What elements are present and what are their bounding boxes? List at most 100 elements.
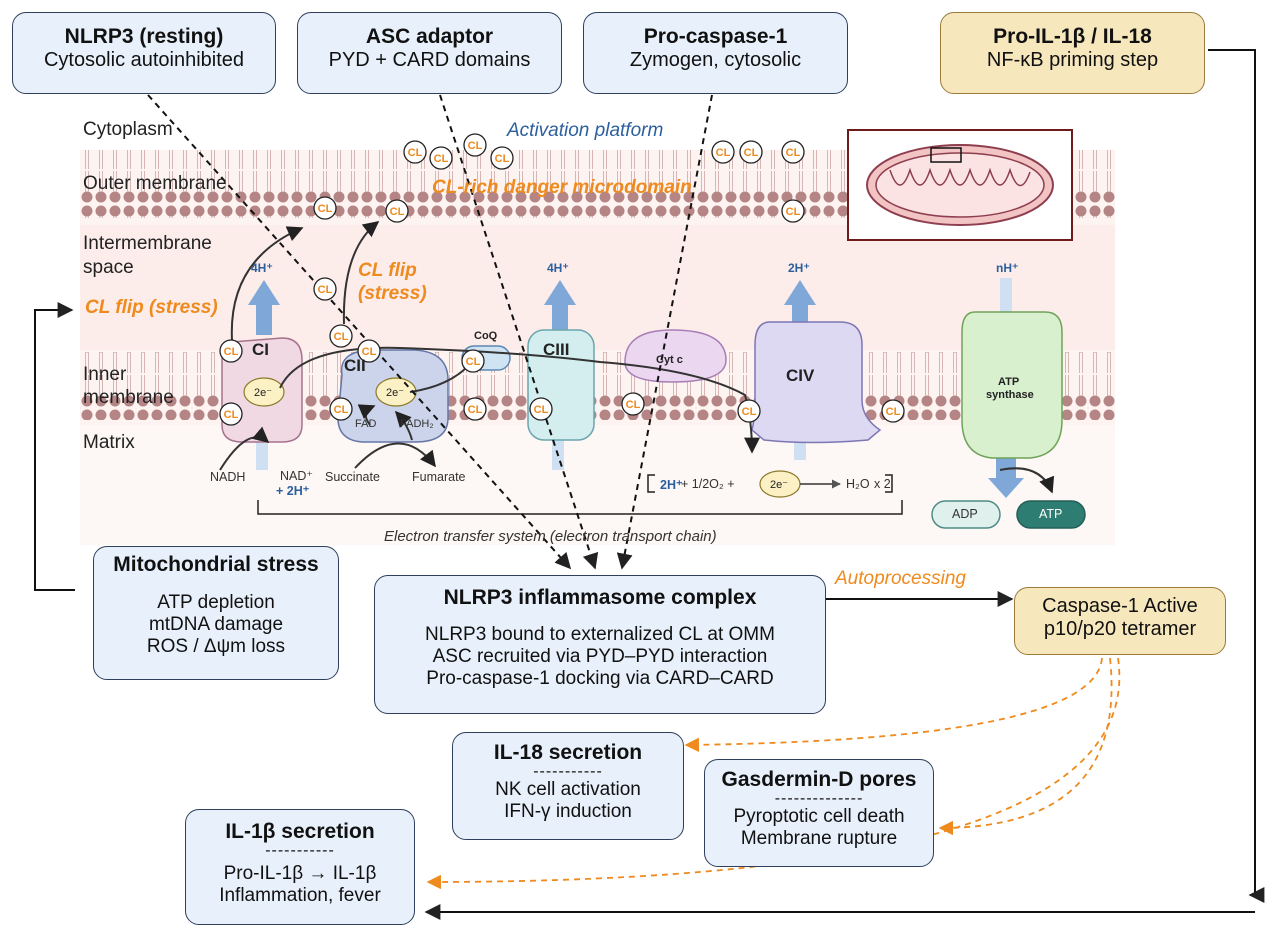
nadh-label: NADH [210,470,246,484]
region-inner-line1: Inner [83,364,127,385]
complex-iii-label: CIII [543,340,570,359]
electron-reaction-label: 2e⁻ [770,479,789,491]
cl-badge: CL [461,349,485,373]
proton-ci: 4H⁺ [251,261,273,275]
cl-badge: CL [463,397,487,421]
recruitment-lines [147,94,713,570]
cl-badge: CL [219,339,243,363]
electron-flow [219,221,1055,494]
cl-badge: CL [313,196,337,220]
ets-caption: Electron transfer system (electron trans… [384,528,717,545]
asc-sub: PYD + CARD domains [328,49,531,71]
complex-title: NLRP3 inflammasome complex [443,586,757,609]
region-cytoplasm: Cytoplasm [83,119,173,140]
caspase-active-line1: Caspase-1 Active [1042,595,1198,617]
proton-atp: nH⁺ [996,261,1019,275]
cl-badge: CL [403,140,427,164]
adp-label: ADP [952,507,978,521]
cl-domain-label: CL-rich danger microdomain [432,177,692,198]
cl-badge: CL [621,392,645,416]
svg-text:CL: CL [742,406,757,418]
cl-badge: CL [313,277,337,301]
cl-flip-label-line2: (stress) [358,283,427,304]
stress-line-2: mtDNA damage [148,614,284,635]
autoprocessing-label: Autoprocessing [835,568,966,589]
svg-text:CL: CL [786,147,801,159]
il1b-secretion-box: IL-1β secretion ----------- Pro-IL-1β → … [185,809,415,925]
complex-iv-label: CIV [786,366,815,385]
region-outer-membrane: Outer membrane [83,173,227,194]
reaction-oxygen: + 1/2O₂ + [681,477,735,491]
svg-text:CL: CL [434,153,449,165]
il1b-separator: ----------- [265,842,335,859]
cl-badge: CL [529,397,553,421]
svg-text:CL: CL [468,140,483,152]
il1b-title: IL-1β secretion [225,820,375,843]
cl-flip-stress-label: CL flip (stress) [85,297,218,318]
atp-synthase-label-line2: synthase [986,389,1034,401]
atp-label: ATP [1039,507,1063,521]
region-inner-line2: membrane [83,387,174,408]
stress-line-3: ROS / Δψm loss [146,636,286,657]
adp-pill [931,500,1001,529]
nlrp3-resting-title: NLRP3 (resting) [64,25,224,48]
procaspase-box: Pro-caspase-1 Zymogen, cytosolic [583,12,848,94]
complex-line-3: Pro-caspase-1 docking via CARD–CARD [426,668,774,689]
coq-label: CoQ [474,330,498,342]
cl-badge: CL [781,140,805,164]
il1b-line-2: Inflammation, fever [219,885,381,906]
electron-ci-label: 2e⁻ [254,387,273,399]
succinate-label: Succinate [325,470,380,484]
activation-platform-label: Activation platform [507,120,664,141]
il18-line-1: NK cell activation [495,779,641,800]
pro-il-box: Pro-IL-1β / IL-18 NF-κB priming step [940,12,1205,94]
proton-ciii: 4H⁺ [547,261,569,275]
svg-text:CL: CL [224,409,239,421]
effector-arrows [426,657,1121,890]
cl-badge: CL [711,140,735,164]
ets-bracket [257,500,903,515]
complex-iv-shape [751,321,882,444]
complex-ii-label: CII [344,356,366,375]
il18-title: IL-18 secretion [493,741,643,764]
gasdermin-line-2: Membrane rupture [740,828,898,849]
solid-connectors [34,49,1265,920]
il18-secretion-box: IL-18 secretion ----------- NK cell acti… [452,732,684,840]
svg-text:CL: CL [626,399,641,411]
svg-text:CL: CL [318,284,333,296]
svg-text:CL: CL [224,346,239,358]
il1b-line-1: Pro-IL-1β → IL-1β [223,863,377,884]
svg-text:CL: CL [334,404,349,416]
cl-badge: CL [219,402,243,426]
svg-text:CL: CL [495,153,510,165]
il18-line-2: IFN-γ induction [504,801,632,822]
atp-synthase-shape [961,311,1063,459]
caspase-active-line2: p10/p20 tetramer [1043,618,1197,640]
atp-synthase-label-line1: ATP [998,376,1020,388]
reaction-protons: 2H⁺ [660,478,683,492]
svg-text:CL: CL [466,356,481,368]
stress-title: Mitochondrial stress [113,553,319,576]
complex-i-label: CI [252,340,269,359]
cl-flip-label-line1: CL flip [358,260,417,281]
gasdermin-box: Gasdermin-D pores -------------- Pyropto… [704,759,934,867]
cl-badge: CL [463,133,487,157]
complex-line-1: NLRP3 bound to externalized CL at OMM [425,624,775,645]
svg-text:CL: CL [334,331,349,343]
proton-civ: 2H⁺ [788,261,810,275]
svg-text:CL: CL [886,406,901,418]
svg-text:CL: CL [408,147,423,159]
asc-box: ASC adaptor PYD + CARD domains [297,12,562,94]
region-ims-line2: space [83,257,134,278]
cl-badge: CL [329,397,353,421]
caspase-active-box: Caspase-1 Active p10/p20 tetramer [1014,587,1226,655]
nad-proton-label: + 2H⁺ [276,484,310,498]
nlrp3-resting-sub: Cytosolic autoinhibited [43,49,245,71]
il18-separator: ----------- [533,763,603,780]
region-ims-line1: Intermembrane [83,233,212,254]
reaction-brackets [647,474,893,493]
cytc-label: Cyt c [656,354,683,366]
cl-badge: CL [329,324,353,348]
mitochondrial-stress-box: Mitochondrial stress ATP depletion mtDNA… [93,546,339,680]
